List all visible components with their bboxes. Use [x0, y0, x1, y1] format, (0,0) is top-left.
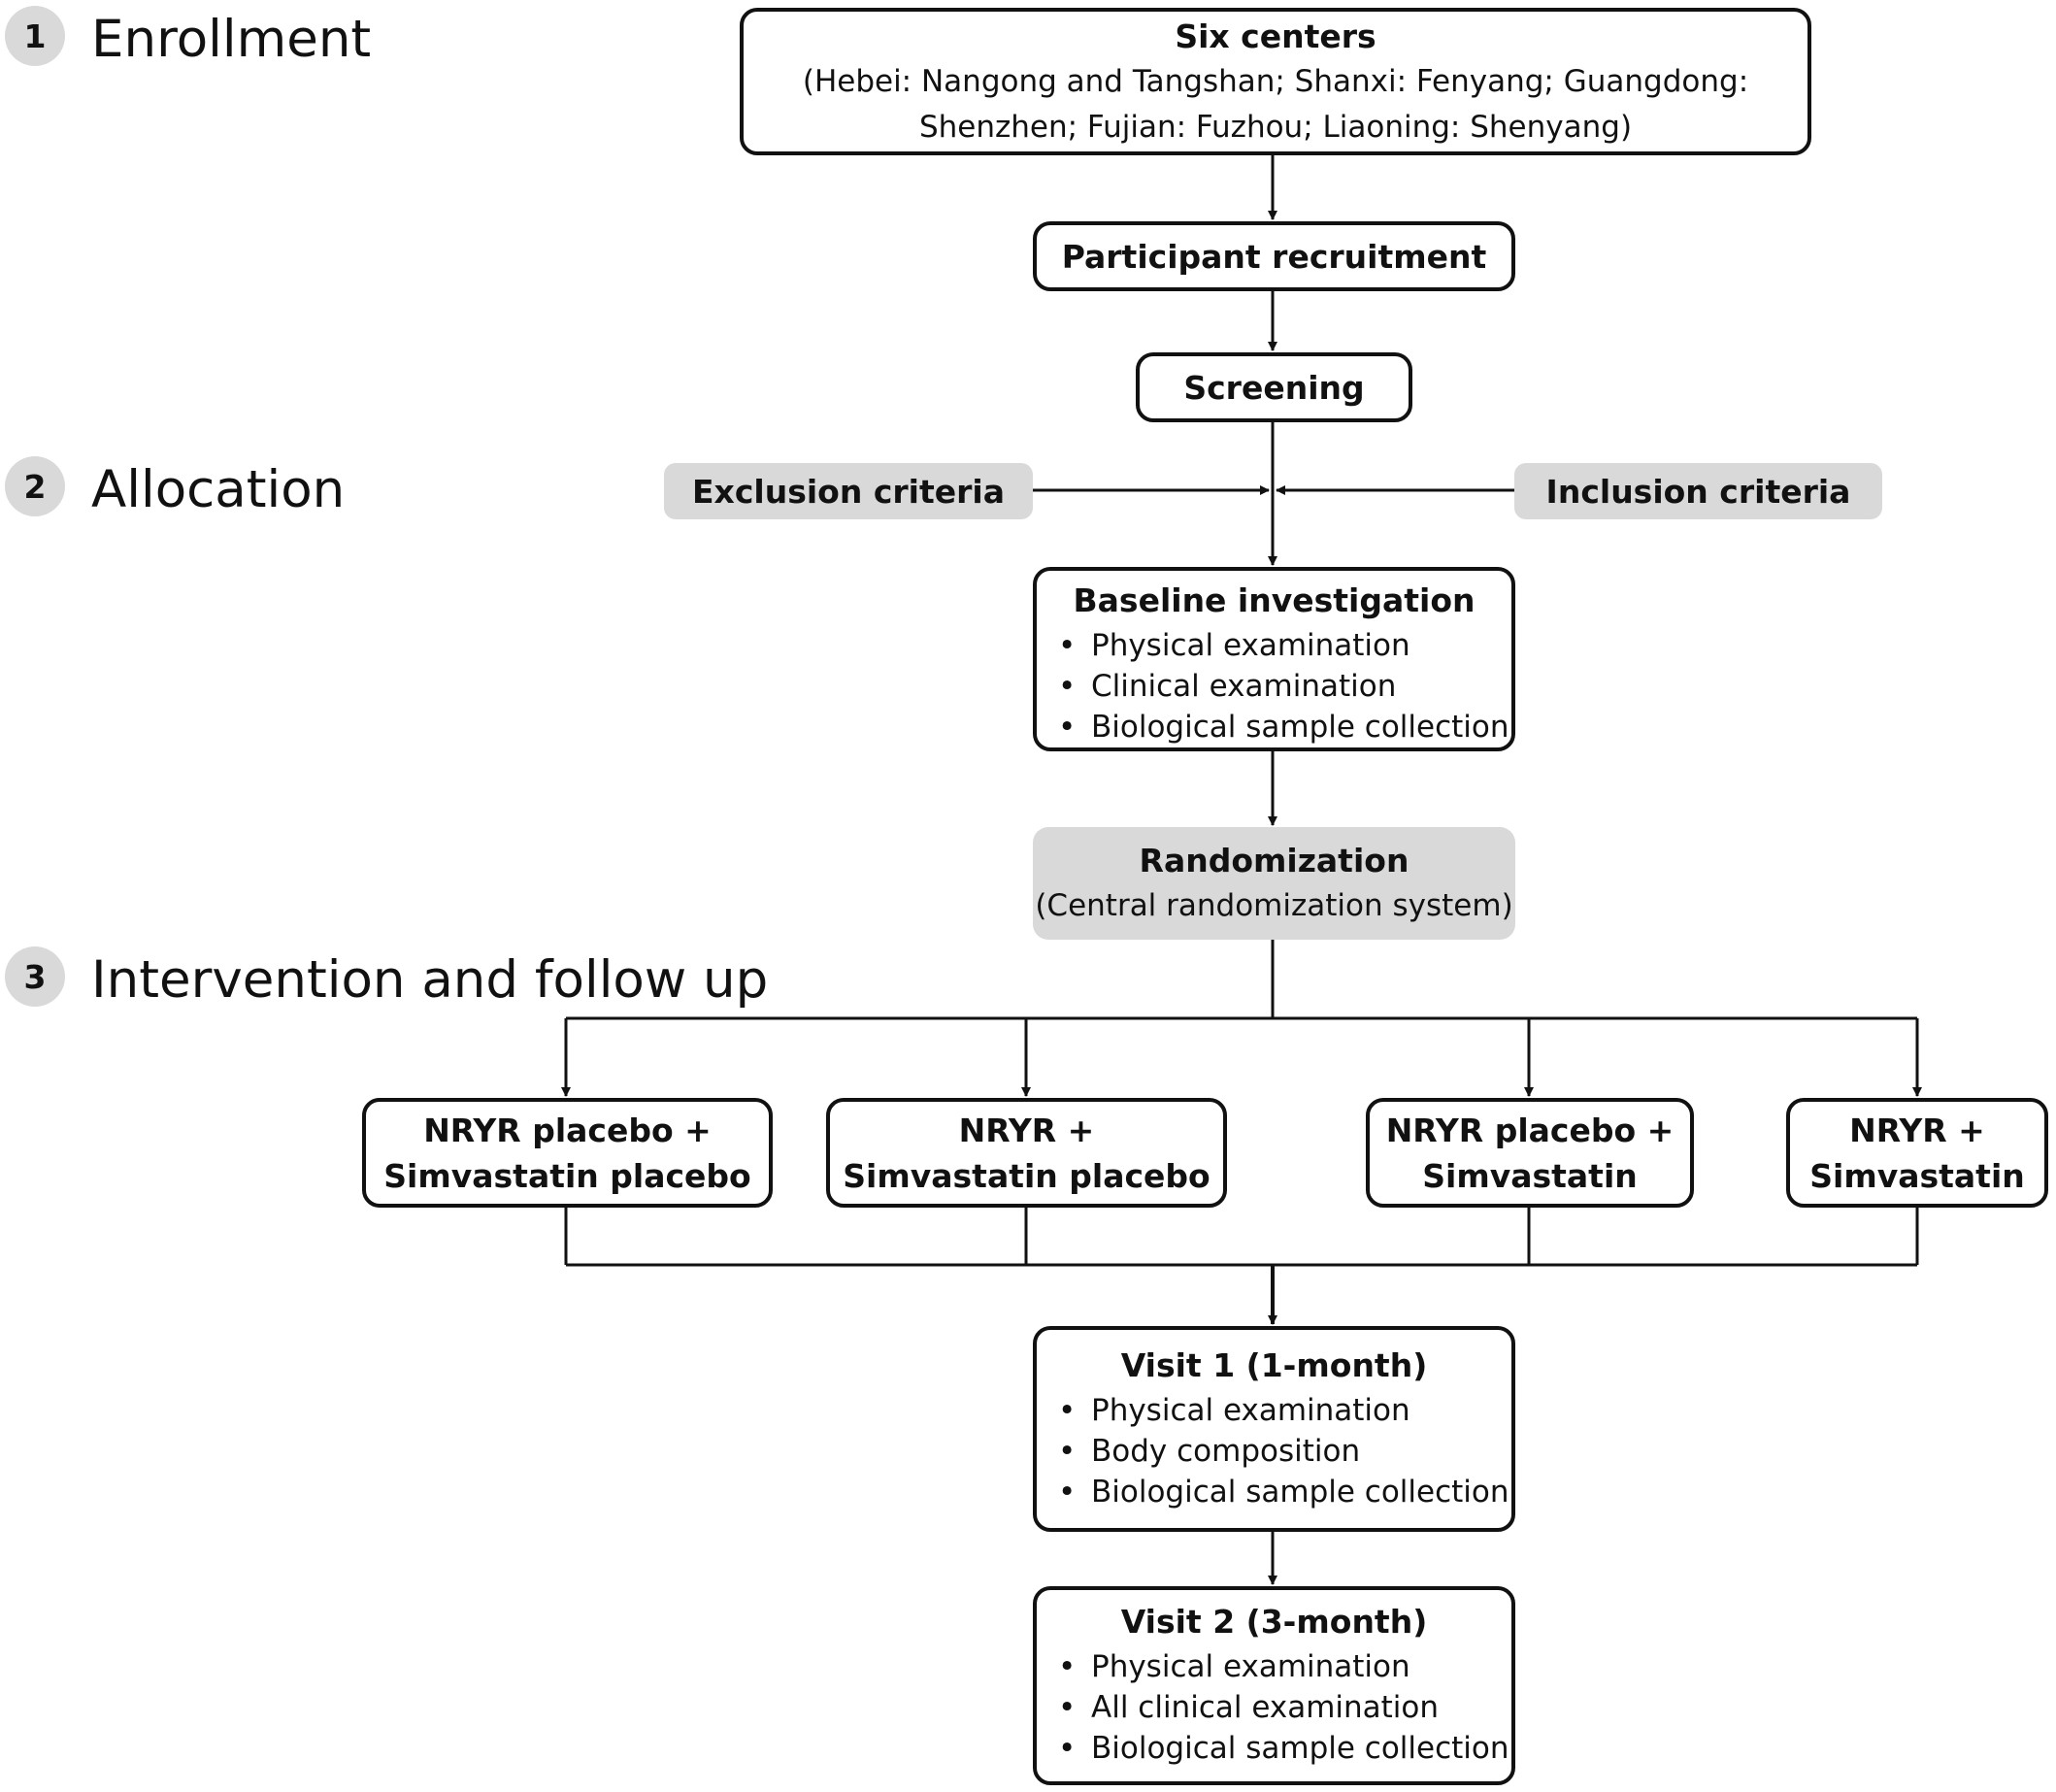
screening-box: Screening: [1136, 352, 1412, 422]
stage-number: 3: [23, 957, 47, 996]
centers-title: Six centers: [1175, 17, 1376, 55]
stage-1-title: Enrollment: [91, 10, 372, 69]
arm-line-2: Simvastatin: [1422, 1156, 1638, 1195]
recruitment-label: Participant recruitment: [1061, 237, 1487, 276]
arm-box-3: NRYR placebo + Simvastatin: [1366, 1098, 1694, 1208]
arm-box-4: NRYR + Simvastatin: [1786, 1098, 2048, 1208]
baseline-box: Baseline investigation Physical examinat…: [1033, 567, 1515, 751]
arm-box-2: NRYR + Simvastatin placebo: [826, 1098, 1227, 1208]
screening-label: Screening: [1183, 368, 1365, 407]
list-item: Biological sample collection: [1058, 707, 1511, 747]
visit1-title: Visit 1 (1-month): [1120, 1346, 1428, 1384]
arm-line-2: Simvastatin: [1809, 1156, 2025, 1195]
visit2-box: Visit 2 (3-month) Physical examination A…: [1033, 1586, 1515, 1785]
arm-line-1: NRYR +: [1849, 1111, 1985, 1149]
list-item: Biological sample collection: [1058, 1472, 1511, 1512]
list-item: Clinical examination: [1058, 666, 1511, 707]
list-item: Physical examination: [1058, 1390, 1511, 1431]
centers-line-2: Shenzhen; Fujian: Fuzhou; Liaoning: Shen…: [918, 109, 1633, 145]
arm-line-1: NRYR placebo +: [1385, 1111, 1675, 1149]
list-item: Biological sample collection: [1058, 1728, 1511, 1769]
stage-1-badge: 1: [5, 6, 65, 66]
randomization-box: Randomization (Central randomization sys…: [1033, 827, 1515, 940]
inclusion-criteria-box: Inclusion criteria: [1514, 463, 1882, 519]
exclusion-criteria-label: Exclusion criteria: [692, 472, 1005, 511]
visit2-list: Physical examination All clinical examin…: [1037, 1646, 1511, 1769]
arm-line-2: Simvastatin placebo: [843, 1156, 1210, 1195]
list-item: Physical examination: [1058, 625, 1511, 666]
baseline-title: Baseline investigation: [1073, 581, 1476, 619]
visit1-list: Physical examination Body composition Bi…: [1037, 1390, 1511, 1512]
stage-2-badge: 2: [5, 456, 65, 516]
arm-box-1: NRYR placebo + Simvastatin placebo: [362, 1098, 773, 1208]
stage-2-title: Allocation: [91, 460, 346, 519]
arm-line-2: Simvastatin placebo: [383, 1156, 751, 1195]
inclusion-criteria-label: Inclusion criteria: [1545, 472, 1851, 511]
list-item: Body composition: [1058, 1431, 1511, 1472]
centers-line-1: (Hebei: Nangong and Tangshan; Shanxi: Fe…: [802, 63, 1749, 99]
stage-number: 2: [23, 467, 47, 506]
list-item: All clinical examination: [1058, 1687, 1511, 1728]
recruitment-box: Participant recruitment: [1033, 221, 1515, 291]
stage-number: 1: [23, 17, 47, 55]
baseline-list: Physical examination Clinical examinatio…: [1037, 625, 1511, 747]
randomization-title: Randomization: [1139, 842, 1409, 879]
exclusion-criteria-box: Exclusion criteria: [664, 463, 1033, 519]
arm-line-1: NRYR placebo +: [423, 1111, 712, 1149]
arm-line-1: NRYR +: [958, 1111, 1095, 1149]
visit1-box: Visit 1 (1-month) Physical examination B…: [1033, 1326, 1515, 1532]
stage-3-badge: 3: [5, 946, 65, 1007]
list-item: Physical examination: [1058, 1646, 1511, 1687]
randomization-subtitle: (Central randomization system): [1035, 888, 1513, 923]
centers-box: Six centers (Hebei: Nangong and Tangshan…: [740, 8, 1811, 155]
visit2-title: Visit 2 (3-month): [1120, 1603, 1428, 1641]
stage-3-title: Intervention and follow up: [91, 950, 769, 1010]
